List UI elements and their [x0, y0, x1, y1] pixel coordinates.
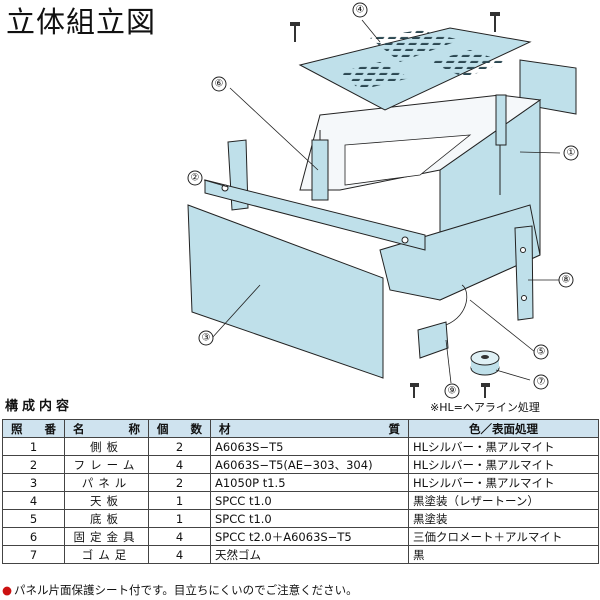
cell-name: 固定金具 [64, 527, 149, 546]
cell-finish: HLシルバー・黒アルマイト [408, 473, 599, 492]
cell-finish: 黒 [408, 545, 599, 564]
front-panel [187, 204, 384, 379]
svg-text:⑨: ⑨ [448, 386, 457, 397]
spec-table: 照番 名称 個数 材質 色／表面処理 1 側板 2 A6063S−T5 HLシル… [2, 419, 599, 564]
cell-finish: 黒塗装 [408, 509, 599, 528]
svg-text:②: ② [191, 173, 200, 184]
cell-quantity: 4 [148, 527, 211, 546]
cell-number: 2 [2, 455, 65, 474]
cell-name: 側板 [64, 437, 149, 456]
cell-quantity: 2 [148, 437, 211, 456]
assembly-diagram: ④ ⑥ ② ① ⑧ ③ ⑤ ⑦ ⑨ [187, 2, 579, 399]
cell-name: フレーム [64, 455, 149, 474]
cell-number: 3 [2, 473, 65, 492]
cell-material: A6063S−T5(AE−303、304) [210, 455, 409, 474]
vent-slots [340, 62, 410, 90]
svg-text:⑦: ⑦ [537, 377, 546, 388]
vent-slots [370, 30, 460, 62]
col-header-number: 照番 [2, 419, 65, 438]
callout-5: ⑤ [533, 344, 549, 360]
cell-finish: HLシルバー・黒アルマイト [408, 437, 599, 456]
cell-finish: 三価クロメート＋アルマイト [408, 527, 599, 546]
callout-4: ④ [352, 2, 368, 18]
col-header-name: 名称 [64, 419, 149, 438]
bullet-icon: ● [2, 583, 13, 597]
right-side-bracket [514, 225, 534, 321]
col-header-finish: 色／表面処理 [408, 419, 599, 438]
cell-number: 7 [2, 545, 65, 564]
callout-2: ② [187, 170, 203, 186]
svg-text:⑥: ⑥ [215, 79, 224, 90]
cell-quantity: 4 [148, 545, 211, 564]
cell-material: SPCC t1.0 [210, 491, 409, 510]
screw-icon [410, 383, 419, 398]
screw-icon [490, 12, 500, 32]
footnote: ●パネル片面保護シート付です。目立ちにくいのでご注意ください。 [2, 583, 358, 597]
cell-number: 6 [2, 527, 65, 546]
hairline-note: ※HL=ヘアライン処理 [430, 401, 540, 414]
table-row: 1 側板 2 A6063S−T5 HLシルバー・黒アルマイト [2, 437, 599, 456]
cell-finish: HLシルバー・黒アルマイト [408, 455, 599, 474]
cell-finish: 黒塗装（レザートーン） [408, 491, 599, 510]
table-row: 6 固定金具 4 SPCC t2.0＋A6063S−T5 三価クロメート＋アルマ… [2, 527, 599, 546]
table-row: 2 フレーム 4 A6063S−T5(AE−303、304) HLシルバー・黒ア… [2, 455, 599, 474]
table-header-row: 照番 名称 個数 材質 色／表面処理 [2, 419, 599, 438]
table-row: 5 底板 1 SPCC t1.0 黒塗装 [2, 509, 599, 528]
cell-material: SPCC t2.0＋A6063S−T5 [210, 527, 409, 546]
cell-quantity: 1 [148, 509, 211, 528]
col-header-quantity: 個数 [148, 419, 211, 438]
cell-number: 5 [2, 509, 65, 528]
cell-material: A1050P t1.5 [210, 473, 409, 492]
screw-icon [481, 383, 490, 398]
bottom-plate [379, 204, 541, 301]
page-title: 立体組立図 [6, 5, 157, 39]
svg-text:③: ③ [202, 333, 211, 344]
footnote-text: パネル片面保護シート付です。目立ちにくいのでご注意ください。 [14, 583, 358, 597]
cell-name: パネル [64, 473, 149, 492]
cell-quantity: 2 [148, 473, 211, 492]
cell-name: 底板 [64, 509, 149, 528]
screw-icon [290, 22, 300, 42]
cell-material: SPCC t1.0 [210, 509, 409, 528]
callout-3: ③ [198, 330, 214, 346]
callout-7: ⑦ [533, 374, 549, 390]
callout-8: ⑧ [558, 272, 574, 288]
cell-material: A6063S−T5 [210, 437, 409, 456]
vent-slots [430, 50, 505, 78]
callout-6: ⑥ [211, 76, 227, 92]
cell-material: 天然ゴム [210, 545, 409, 564]
cell-quantity: 1 [148, 491, 211, 510]
svg-text:①: ① [567, 148, 576, 159]
svg-text:⑤: ⑤ [537, 347, 546, 358]
table-heading: 構成内容 [5, 399, 74, 414]
cell-quantity: 4 [148, 455, 211, 474]
svg-text:④: ④ [356, 5, 365, 16]
inner-opening [344, 134, 472, 186]
vertical-post [311, 139, 329, 201]
table-row: 7 ゴム足 4 天然ゴム 黒 [2, 545, 599, 564]
cell-name: ゴム足 [64, 545, 149, 564]
table-row: 4 天板 1 SPCC t1.0 黒塗装（レザートーン） [2, 491, 599, 510]
rubber-foot-icon [470, 350, 500, 376]
cell-number: 4 [2, 491, 65, 510]
table-row: 3 パネル 2 A1050P t1.5 HLシルバー・黒アルマイト [2, 473, 599, 492]
frame-bar [204, 179, 426, 251]
cell-number: 1 [2, 437, 65, 456]
vertical-post [495, 94, 507, 146]
fixing-bracket [417, 321, 449, 359]
svg-text:⑧: ⑧ [562, 275, 571, 286]
callout-1: ① [563, 145, 579, 161]
callout-9: ⑨ [444, 383, 460, 399]
col-header-material: 材質 [210, 419, 409, 438]
cell-name: 天板 [64, 491, 149, 510]
